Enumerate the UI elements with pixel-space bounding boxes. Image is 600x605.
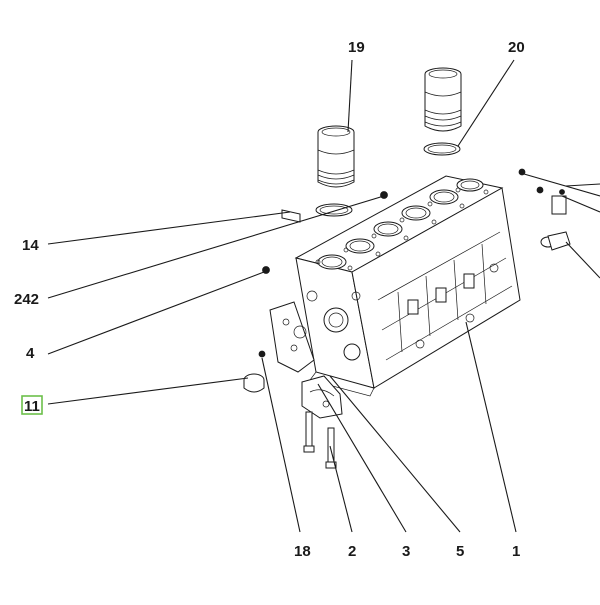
plug-4[interactable] [262,266,270,274]
cylinder-liner-19[interactable] [317,125,355,188]
callout-label-3: 3 [402,543,410,560]
callout-label-2: 2 [348,543,356,560]
callout-11[interactable]: 11 [21,395,43,415]
callout-20[interactable]: 20 [508,39,525,56]
cap-bolt-2[interactable] [303,411,337,469]
callout-19[interactable]: 19 [348,39,365,56]
callout-4[interactable]: 4 [26,345,35,362]
callout-label-242: 242 [14,291,39,308]
callout-label-20: 20 [508,39,525,56]
callout-label-14: 14 [22,237,39,254]
callout-label-4: 4 [26,345,35,362]
front-cover-plate[interactable] [269,301,315,373]
callout-5[interactable]: 5 [456,543,464,560]
callout-14[interactable]: 14 [22,237,39,254]
callout-label-1: 1 [512,543,520,560]
engine-block-1[interactable] [294,175,521,397]
callout-label-19: 19 [348,39,365,56]
callout-18[interactable]: 18 [294,543,311,560]
callout-11-highlight-box [21,395,43,415]
leader-lines [47,59,600,533]
callout-label-18: 18 [294,543,311,560]
plug-11[interactable] [243,350,266,393]
liner-seal-ring-19[interactable] [315,203,353,217]
right-side-fittings[interactable] [518,168,571,251]
cylinder-liner-20[interactable] [424,67,462,132]
liner-seal-ring-20[interactable] [423,142,461,156]
callout-3[interactable]: 3 [402,543,410,560]
callout-label-11: 11 [24,398,40,415]
callout-242[interactable]: 242 [14,291,39,308]
callout-1[interactable]: 1 [512,543,520,560]
callout-label-5: 5 [456,543,464,560]
callout-2[interactable]: 2 [348,543,356,560]
